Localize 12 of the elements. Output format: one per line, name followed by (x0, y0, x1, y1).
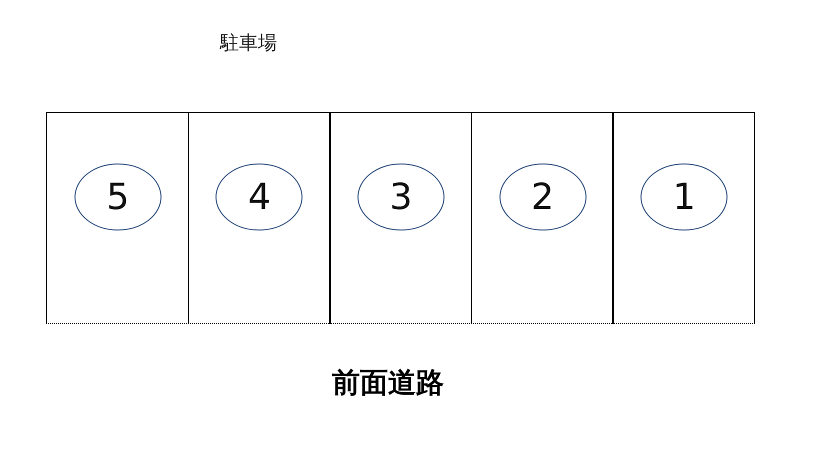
parking-space (470, 112, 614, 324)
parking-space (188, 112, 331, 324)
parking-space (612, 112, 756, 324)
number-ellipse: 2 (498, 163, 587, 231)
number-ellipse: 4 (215, 163, 304, 231)
number-ellipse: 5 (74, 163, 162, 231)
number-ellipse: 3 (356, 163, 445, 231)
title: 駐車場 (220, 31, 277, 56)
parking-space (329, 112, 472, 324)
number-ellipse: 1 (640, 163, 728, 231)
parking-space (46, 112, 190, 324)
road-label: 前面道路 (332, 365, 444, 401)
